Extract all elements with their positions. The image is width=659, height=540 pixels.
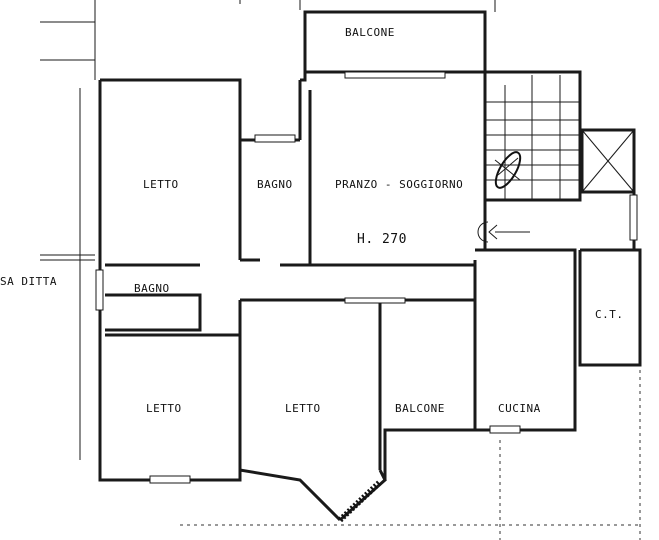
construction-lines: [40, 0, 641, 540]
room-labels: BALCONE LETTO BAGNO PRANZO - SOGGIORNO H…: [0, 26, 624, 415]
label-bagno-1: BAGNO: [257, 178, 293, 191]
outer-walls: [98, 72, 642, 522]
entrance-arrow: [477, 221, 530, 243]
staircase: [483, 70, 582, 202]
label-letto-1: LETTO: [143, 178, 179, 191]
label-balcone-top: BALCONE: [345, 26, 395, 39]
label-edge-left: SA DITTA: [0, 275, 57, 288]
elevator-shaft: [580, 128, 636, 250]
windows: [95, 134, 638, 523]
label-cucina: CUCINA: [498, 402, 541, 415]
interior-walls: [105, 90, 477, 470]
label-pranzo-soggiorno: PRANZO - SOGGIORNO: [335, 178, 463, 191]
label-ct: C.T.: [595, 308, 624, 321]
balcony-top: [303, 10, 487, 79]
label-balcone-bottom: BALCONE: [395, 402, 445, 415]
label-letto-3: LETTO: [285, 402, 321, 415]
label-bagno-2: BAGNO: [134, 282, 170, 295]
label-letto-2: LETTO: [146, 402, 182, 415]
label-height: H. 270: [357, 232, 407, 247]
